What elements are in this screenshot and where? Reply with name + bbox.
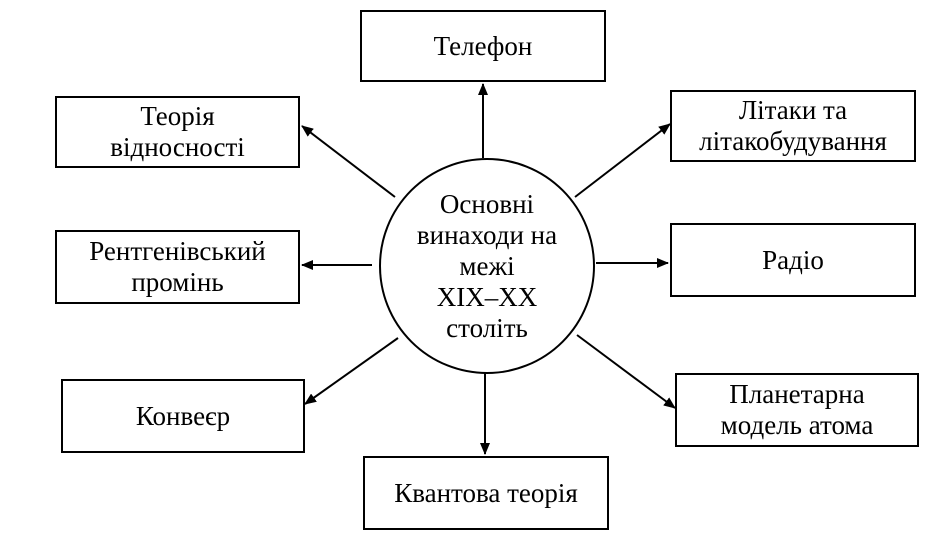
- center-circle: [379, 158, 595, 374]
- node-radio: Радіо: [670, 223, 916, 297]
- arrow-to-relativity: [301, 125, 396, 198]
- node-relativity: Теорія відносності: [55, 96, 300, 168]
- center-label: Основні винаходи на межі XIX–XX століть: [416, 188, 558, 343]
- node-aviation: Літаки та літакобудування: [670, 90, 916, 162]
- node-conveyor: Конвеєр: [61, 379, 305, 453]
- node-atom: Планетарна модель атома: [675, 373, 919, 447]
- arrow-to-atom: [576, 334, 676, 409]
- node-xray: Рентгенівський промінь: [55, 230, 300, 304]
- node-telefon: Телефон: [360, 10, 606, 82]
- node-quantum: Квантова теорія: [363, 456, 609, 530]
- arrow-to-conveyor: [304, 337, 399, 405]
- arrow-to-aviation: [574, 123, 671, 198]
